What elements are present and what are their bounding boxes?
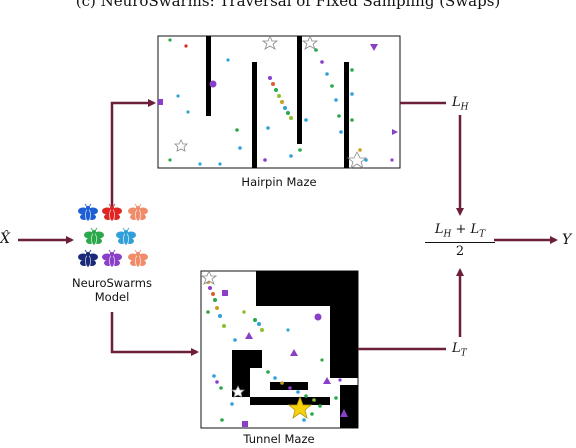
fraction-denominator: 2 — [455, 243, 465, 259]
landmark-triangle — [340, 409, 348, 417]
bee-icon — [78, 249, 98, 268]
landmark-star — [174, 139, 188, 152]
maze-wall — [270, 382, 308, 390]
bee-icon — [102, 203, 122, 222]
bee-icon — [128, 203, 148, 222]
top-caption: (c) NeuroSwarms: Traversal of Fixed Samp… — [75, 0, 501, 10]
hairpin-maze — [157, 34, 401, 169]
bee-icon — [78, 203, 98, 222]
landmark-star — [200, 269, 218, 285]
landmark-star — [231, 385, 245, 398]
fraction-numerator: LH + LT — [425, 222, 495, 243]
landmark-circle — [314, 313, 322, 321]
landmark-square — [158, 99, 163, 105]
model-label: NeuroSwarms Model — [66, 276, 158, 304]
maze-wall — [256, 271, 358, 378]
bee-icon — [84, 227, 104, 246]
output-label: Y — [562, 232, 572, 248]
landmark-star — [301, 34, 319, 50]
landmark-triangle — [323, 377, 331, 384]
model-to-hairpin-arrow — [110, 99, 156, 206]
bee-icon — [116, 227, 136, 246]
tunnel-maze — [200, 269, 359, 429]
maze-wall — [206, 36, 211, 116]
hairpin-caption: Hairpin Maze — [241, 175, 317, 189]
maze-wall — [340, 385, 358, 428]
landmark-triangle — [290, 349, 298, 356]
landmark-star — [261, 34, 279, 50]
landmark-triangle — [370, 44, 378, 51]
landmark-triangle — [392, 129, 398, 135]
bee-icon — [128, 249, 148, 268]
combiner-fraction: LH + LT 2 — [425, 222, 495, 259]
landmark-square — [242, 421, 248, 427]
input-label: X̂ — [0, 231, 10, 247]
model-to-tunnel-arrow — [110, 312, 199, 356]
landmark-triangle — [245, 332, 253, 339]
landmark-star — [346, 151, 368, 169]
bee-icon — [102, 249, 122, 268]
landmark-circle — [209, 80, 217, 88]
landmark-square — [222, 290, 228, 296]
connectors — [18, 99, 558, 356]
tunnel-trajectory — [206, 280, 342, 422]
model-label-line1: NeuroSwarms — [72, 276, 152, 290]
maze-wall — [252, 62, 257, 168]
maze-wall — [297, 36, 302, 144]
maze-wall — [344, 62, 349, 168]
hairpin-loss-label: LH — [452, 95, 469, 113]
tunnel-caption: Tunnel Maze — [243, 432, 315, 446]
model-label-line2: Model — [94, 290, 130, 304]
maze-wall — [232, 350, 262, 397]
tunnel-loss-label: LT — [452, 341, 467, 359]
goal-star — [287, 395, 313, 419]
maze-wall — [250, 397, 330, 405]
neuroswarms-bees — [78, 203, 148, 268]
